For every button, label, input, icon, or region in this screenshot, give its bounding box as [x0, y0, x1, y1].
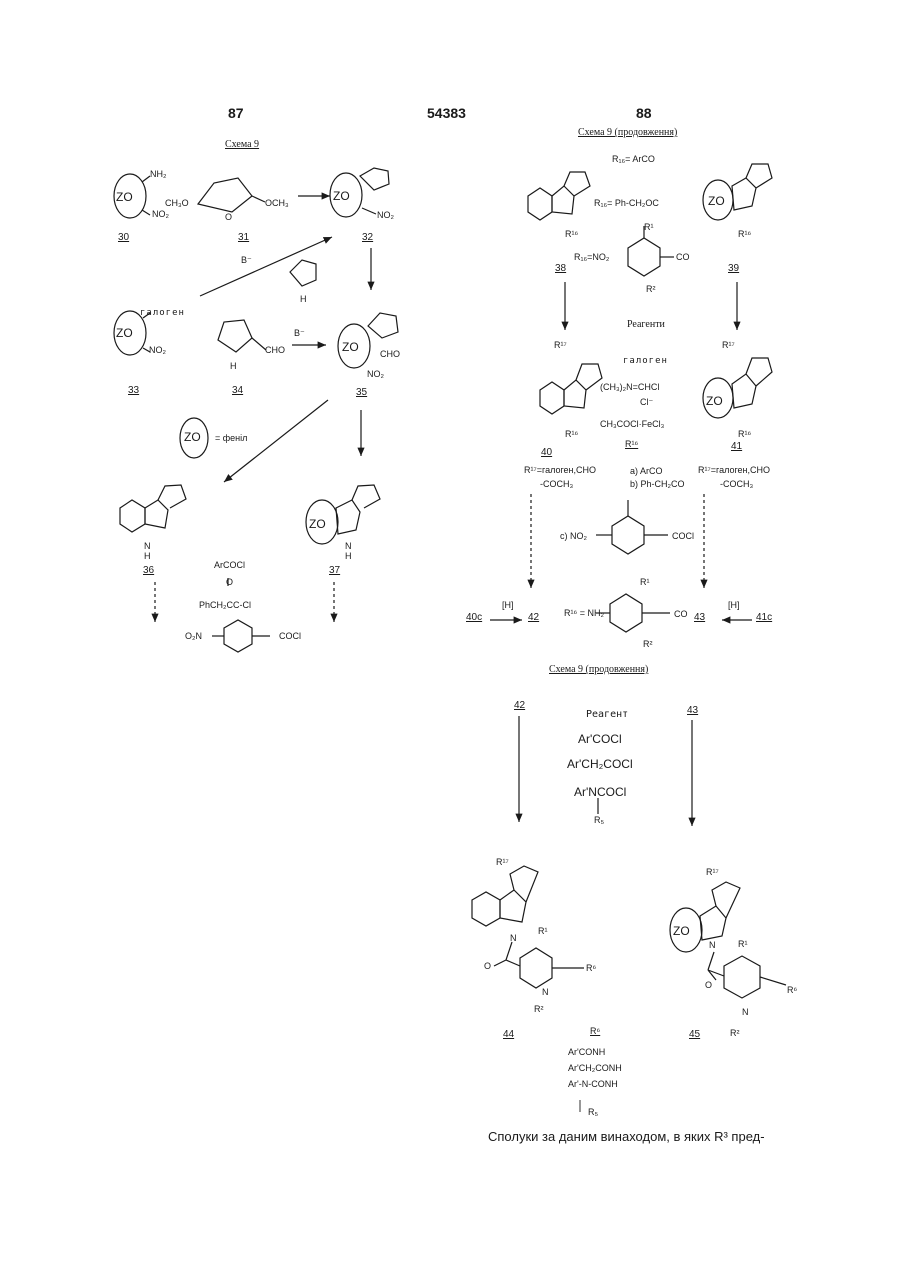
pyridine-42-43: [596, 594, 670, 632]
ring-36: [120, 485, 186, 532]
ring-32: [330, 168, 389, 217]
pyridine-r16-nitro: [628, 226, 674, 276]
structure-44: [472, 866, 584, 988]
ring-35: [338, 313, 398, 368]
ring-37: [306, 485, 380, 544]
ring-38: [528, 172, 590, 220]
pyridine-r16-options: [596, 500, 668, 554]
ring-30: [114, 174, 150, 218]
ring-40: [540, 364, 602, 414]
pyridine-reagent-left: [212, 578, 270, 652]
ring-39: [703, 164, 772, 220]
structure-45: [670, 882, 786, 998]
ring-41: [703, 358, 772, 418]
thf-31: [198, 178, 265, 212]
ring-33: [114, 311, 150, 355]
ring-34: [218, 320, 266, 352]
